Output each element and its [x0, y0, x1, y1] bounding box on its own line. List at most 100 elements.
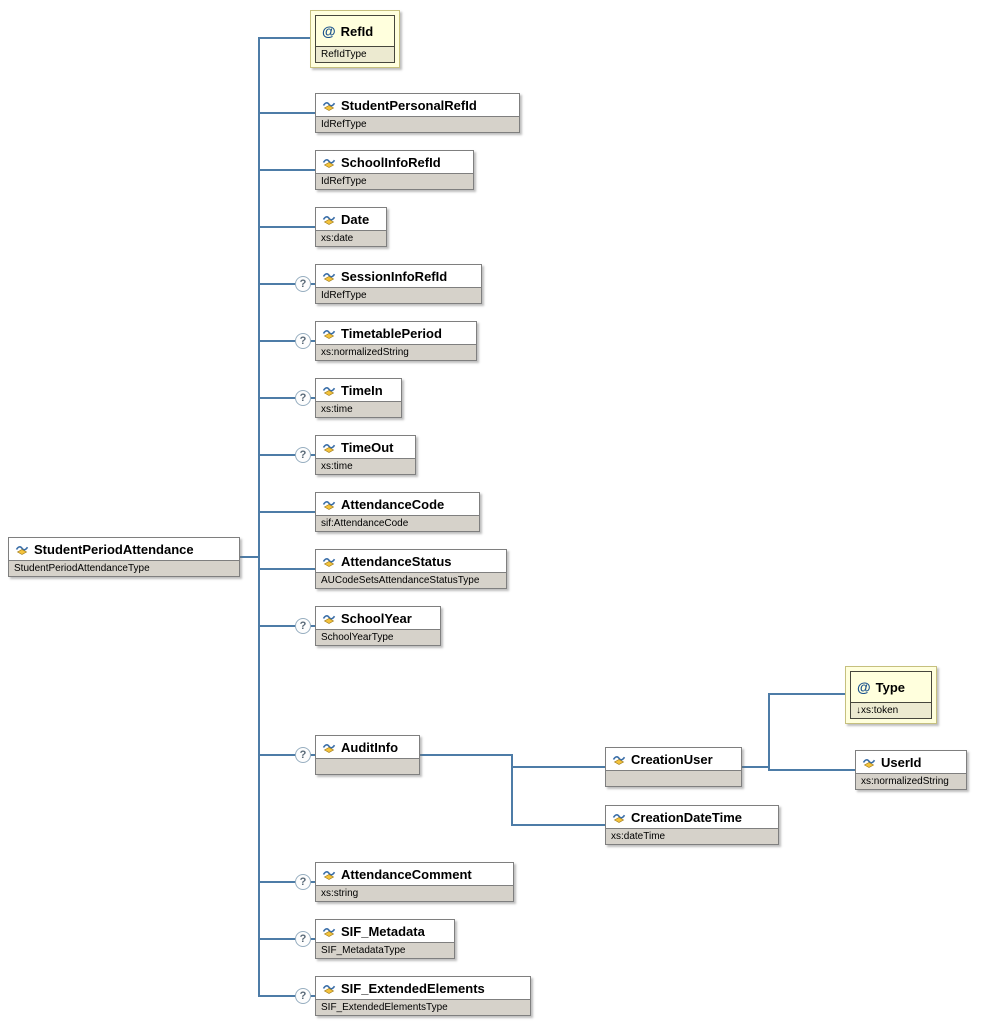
connector-stub-refid	[258, 37, 310, 39]
connector-root-stub	[240, 556, 260, 558]
element-type: IdRefType	[316, 173, 473, 189]
element-name: SIF_Metadata	[341, 923, 425, 939]
element-type: SchoolYearType	[316, 629, 440, 645]
optional-indicator-timein: ?	[295, 390, 311, 406]
element-type: xs:date	[316, 230, 386, 246]
element-icon	[322, 99, 336, 112]
connector-stub-schoolyear	[258, 625, 315, 627]
element-icon	[612, 753, 626, 766]
optional-indicator-timetableperiod: ?	[295, 333, 311, 349]
element-icon	[322, 555, 336, 568]
element-icon	[322, 868, 336, 881]
node-studentperiodattendance[interactable]: StudentPeriodAttendance StudentPeriodAtt…	[8, 537, 240, 577]
node-timetableperiod[interactable]: TimetablePeriod xs:normalizedString	[315, 321, 477, 361]
element-name: SIF_ExtendedElements	[341, 980, 485, 996]
optional-indicator-sifmetadata: ?	[295, 931, 311, 947]
element-icon	[322, 327, 336, 340]
element-icon	[322, 384, 336, 397]
element-name: AttendanceComment	[341, 866, 472, 882]
element-name: AuditInfo	[341, 739, 399, 755]
node-attendancestatus[interactable]: AttendanceStatus AUCodeSetsAttendanceSta…	[315, 549, 507, 589]
node-refid-attribute[interactable]: @ RefId RefIdType	[310, 10, 400, 68]
node-schoolinforefid[interactable]: SchoolInfoRefId IdRefType	[315, 150, 474, 190]
attribute-type: ↓xs:token	[851, 702, 931, 718]
element-type: xs:normalizedString	[316, 344, 476, 360]
connector-stub-creationdatetime	[511, 824, 605, 826]
element-icon	[322, 270, 336, 283]
element-type: sif:AttendanceCode	[316, 515, 479, 531]
optional-indicator-sifextendedelements: ?	[295, 988, 311, 1004]
element-type: SIF_ExtendedElementsType	[316, 999, 530, 1015]
element-icon	[612, 811, 626, 824]
connector-auditinfo-out	[420, 754, 511, 756]
connector-auditinfo-vertical	[511, 754, 513, 826]
attribute-type: RefIdType	[316, 46, 394, 62]
node-sessioninforefid[interactable]: SessionInfoRefId IdRefType	[315, 264, 482, 304]
node-timeout[interactable]: TimeOut xs:time	[315, 435, 416, 475]
element-type: xs:normalizedString	[856, 773, 966, 789]
element-type	[316, 758, 419, 774]
element-name: StudentPersonalRefId	[341, 97, 477, 113]
connector-stub-sifextendedelements	[258, 995, 315, 997]
connector-main-vertical	[258, 37, 260, 997]
node-sif-extendedelements[interactable]: SIF_ExtendedElements SIF_ExtendedElement…	[315, 976, 531, 1016]
connector-stub-type	[768, 693, 845, 695]
element-type	[606, 770, 741, 786]
element-name: CreationDateTime	[631, 809, 743, 825]
element-name: TimetablePeriod	[341, 325, 442, 341]
node-sif-metadata[interactable]: SIF_Metadata SIF_MetadataType	[315, 919, 455, 959]
element-name: SessionInfoRefId	[341, 268, 448, 284]
element-name: TimeOut	[341, 439, 394, 455]
element-type: xs:dateTime	[606, 828, 778, 844]
element-name: SchoolYear	[341, 610, 412, 626]
node-userid[interactable]: UserId xs:normalizedString	[855, 750, 967, 790]
element-icon	[322, 741, 336, 754]
element-type: StudentPeriodAttendanceType	[9, 560, 239, 576]
connector-stub-date	[258, 226, 315, 228]
attribute-name: Type	[875, 679, 906, 695]
element-type: xs:string	[316, 885, 513, 901]
element-name: SchoolInfoRefId	[341, 154, 441, 170]
element-type: xs:time	[316, 458, 415, 474]
attribute-icon: @	[322, 23, 336, 39]
optional-indicator-attendancecomment: ?	[295, 874, 311, 890]
element-name: UserId	[881, 754, 922, 770]
connector-stub-timeout	[258, 454, 315, 456]
node-studentpersonalrefid[interactable]: StudentPersonalRefId IdRefType	[315, 93, 520, 133]
node-schoolyear[interactable]: SchoolYear SchoolYearType	[315, 606, 441, 646]
node-type-attribute[interactable]: @ Type ↓xs:token	[845, 666, 937, 724]
element-icon	[322, 498, 336, 511]
element-name: CreationUser	[631, 751, 713, 767]
connector-stub-studentpersonalrefid	[258, 112, 315, 114]
element-icon	[322, 982, 336, 995]
element-type: IdRefType	[316, 287, 481, 303]
attribute-icon: @	[857, 679, 871, 695]
element-icon	[322, 612, 336, 625]
connector-stub-schoolinforefid	[258, 169, 315, 171]
node-attendancecomment[interactable]: AttendanceComment xs:string	[315, 862, 514, 902]
element-icon	[322, 441, 336, 454]
element-name: StudentPeriodAttendance	[34, 541, 194, 557]
optional-indicator-schoolyear: ?	[295, 618, 311, 634]
node-auditinfo[interactable]: AuditInfo	[315, 735, 420, 775]
connector-stub-userid	[768, 769, 855, 771]
element-type: SIF_MetadataType	[316, 942, 454, 958]
node-creationuser[interactable]: CreationUser	[605, 747, 742, 787]
node-creationdatetime[interactable]: CreationDateTime xs:dateTime	[605, 805, 779, 845]
node-date[interactable]: Date xs:date	[315, 207, 387, 247]
optional-indicator-auditinfo: ?	[295, 747, 311, 763]
optional-indicator-sessioninforefid: ?	[295, 276, 311, 292]
element-name: AttendanceCode	[341, 496, 445, 512]
node-attendancecode[interactable]: AttendanceCode sif:AttendanceCode	[315, 492, 480, 532]
element-name: AttendanceStatus	[341, 553, 452, 569]
node-timein[interactable]: TimeIn xs:time	[315, 378, 402, 418]
connector-stub-attendancecode	[258, 511, 315, 513]
element-type: IdRefType	[316, 116, 519, 132]
connector-stub-timein	[258, 397, 315, 399]
element-icon	[862, 756, 876, 769]
attribute-name: RefId	[340, 23, 374, 39]
optional-indicator-timeout: ?	[295, 447, 311, 463]
element-icon	[322, 925, 336, 938]
connector-stub-sessioninforefid	[258, 283, 315, 285]
